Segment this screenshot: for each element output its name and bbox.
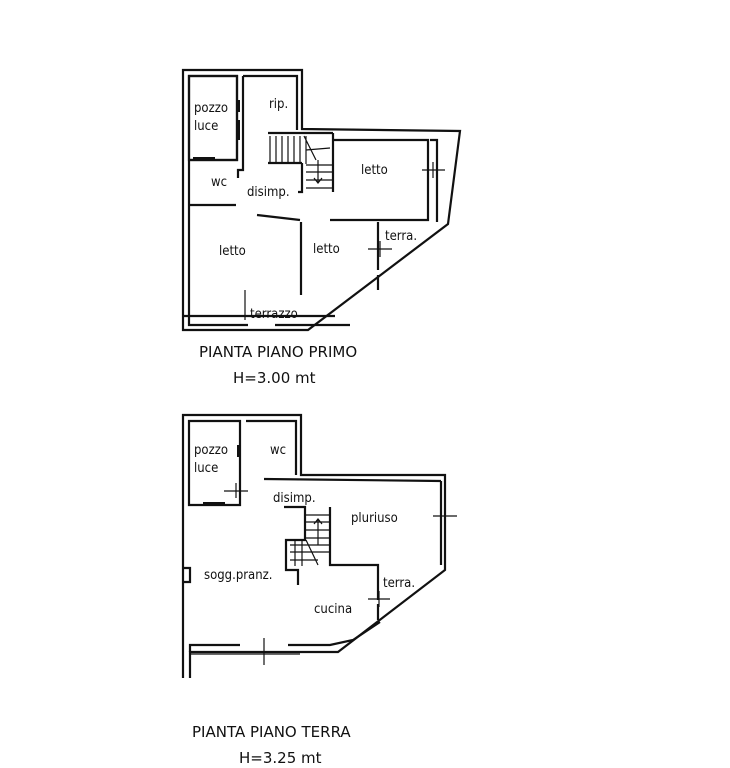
- room-label-letto: letto: [219, 244, 246, 259]
- room-label-pozzo: pozzo: [194, 101, 228, 116]
- plan-title: PIANTA PIANO TERRA: [192, 723, 351, 741]
- room-label-wc: wc: [270, 443, 286, 458]
- room-label-letto: letto: [313, 242, 340, 257]
- room-label-luce: luce: [194, 461, 218, 476]
- staircase-icon: [269, 135, 332, 189]
- room-label-rip: rip.: [269, 97, 288, 112]
- window-mark: [237, 445, 241, 457]
- inner-walls: [183, 419, 443, 652]
- pozzo-luce-outline: [187, 74, 239, 162]
- plan-title: PIANTA PIANO PRIMO: [199, 343, 357, 361]
- plan-height: H=3.00 mt: [233, 369, 316, 387]
- room-label-terrazzino: terra.: [385, 229, 417, 244]
- room-label-pluriuso: pluriuso: [351, 511, 398, 526]
- section-marks: [244, 162, 445, 320]
- room-label-pozzo: pozzo: [194, 443, 228, 458]
- room-label-luce: luce: [194, 119, 218, 134]
- window-mark: [203, 502, 225, 506]
- room-label-wc: wc: [211, 175, 227, 190]
- room-label-terrazzo: terrazzo: [250, 307, 298, 322]
- window-mark: [236, 120, 240, 140]
- plan-first-floor: pozzo luce rip. wc disimp. letto letto l…: [181, 68, 462, 387]
- room-label-disimp: disimp.: [247, 185, 290, 200]
- window-mark: [193, 157, 215, 161]
- outer-wall: [181, 413, 447, 678]
- window-mark: [236, 100, 240, 112]
- outer-wall: [181, 68, 462, 332]
- room-label-terrazzino: terra.: [383, 576, 415, 591]
- room-label-letto: letto: [361, 163, 388, 178]
- plan-ground-floor: pozzo luce wc disimp. pluriuso sogg.pran…: [181, 413, 457, 767]
- room-label-disimp: disimp.: [273, 491, 316, 506]
- plan-height: H=3.25 mt: [239, 749, 322, 767]
- staircase-icon: [290, 514, 330, 566]
- section-marks: [190, 483, 457, 665]
- room-label-soggiorno-pranzo: sogg.pranz.: [204, 568, 272, 583]
- room-label-cucina: cucina: [314, 602, 352, 617]
